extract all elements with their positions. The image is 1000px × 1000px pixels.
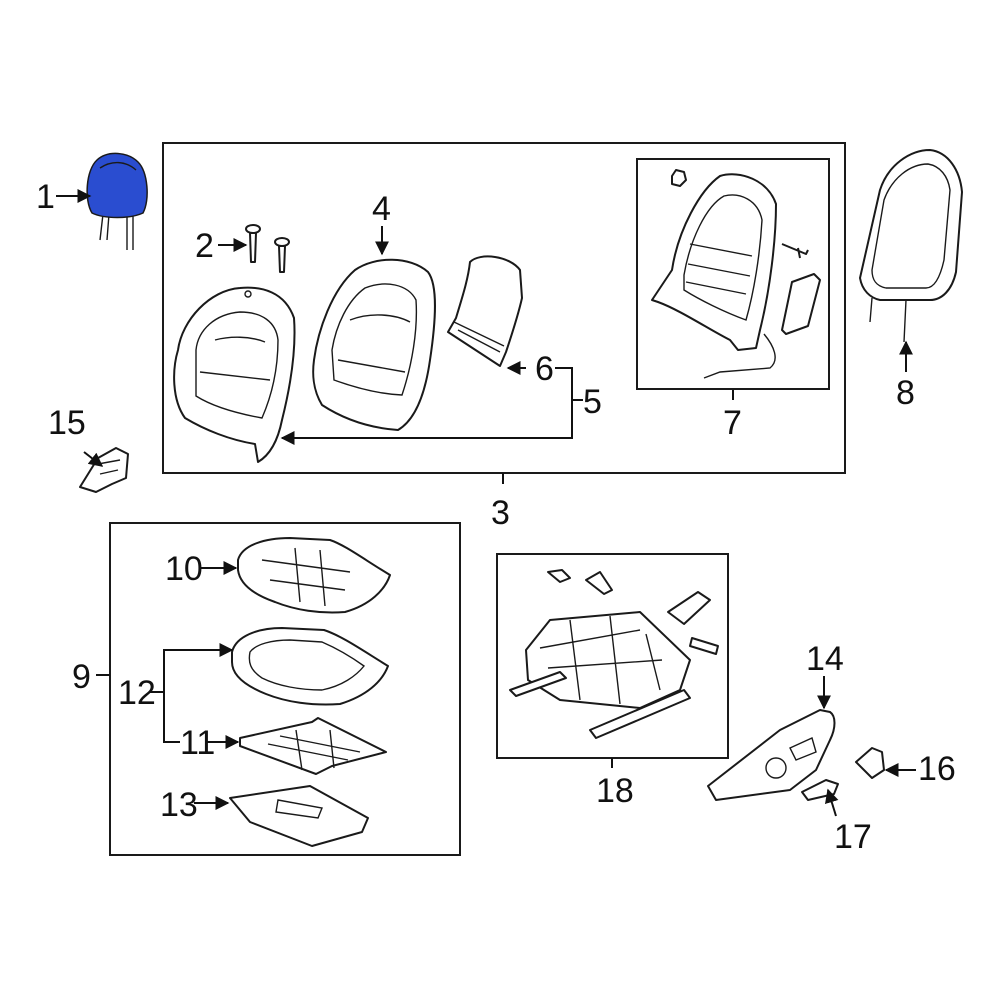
callout-5: 5 [583, 383, 602, 421]
lumbar-panel-icon[interactable] [447, 255, 523, 367]
headrest-icon[interactable] [86, 152, 148, 250]
callout-6: 6 [535, 350, 554, 388]
cushion-cover-icon[interactable] [231, 627, 389, 706]
leader-lines [56, 189, 916, 817]
callout-3: 3 [491, 494, 510, 532]
callout-2: 2 [195, 227, 214, 265]
callout-4: 4 [372, 190, 391, 228]
heater-mat-icon[interactable] [239, 717, 387, 775]
side-shield-icon[interactable] [707, 709, 836, 801]
callout-12: 12 [118, 674, 156, 712]
bolt-icon[interactable] [245, 224, 290, 273]
callout-7: 7 [723, 404, 742, 442]
recline-knob-icon[interactable] [855, 747, 885, 779]
cushion-pad-icon[interactable] [237, 537, 391, 614]
callout-1: 1 [36, 178, 55, 216]
callout-10: 10 [165, 550, 203, 588]
seat-back-pad-icon[interactable] [312, 258, 436, 431]
callout-9: 9 [72, 658, 91, 696]
callout-15: 15 [48, 404, 86, 442]
callout-labels: 1 2 3 4 5 6 7 8 9 10 11 12 13 14 15 16 1… [36, 178, 956, 856]
callout-13: 13 [160, 786, 198, 824]
recline-handle-icon[interactable] [801, 779, 839, 801]
callout-17: 17 [834, 818, 872, 856]
callout-16: 16 [918, 750, 956, 788]
callout-8: 8 [896, 374, 915, 412]
callout-11: 11 [180, 724, 215, 762]
seat-track-icon[interactable] [509, 569, 719, 739]
cushion-panel-icon[interactable] [229, 785, 369, 847]
frame-sub-box [636, 158, 830, 390]
seat-back-frame-icon[interactable] [651, 169, 821, 379]
callout-18: 18 [596, 772, 634, 810]
cushion-assembly-box [109, 522, 461, 856]
seat-back-panel-icon[interactable] [859, 149, 963, 343]
seat-back-cover-icon[interactable] [173, 286, 296, 463]
callout-14: 14 [806, 640, 844, 678]
